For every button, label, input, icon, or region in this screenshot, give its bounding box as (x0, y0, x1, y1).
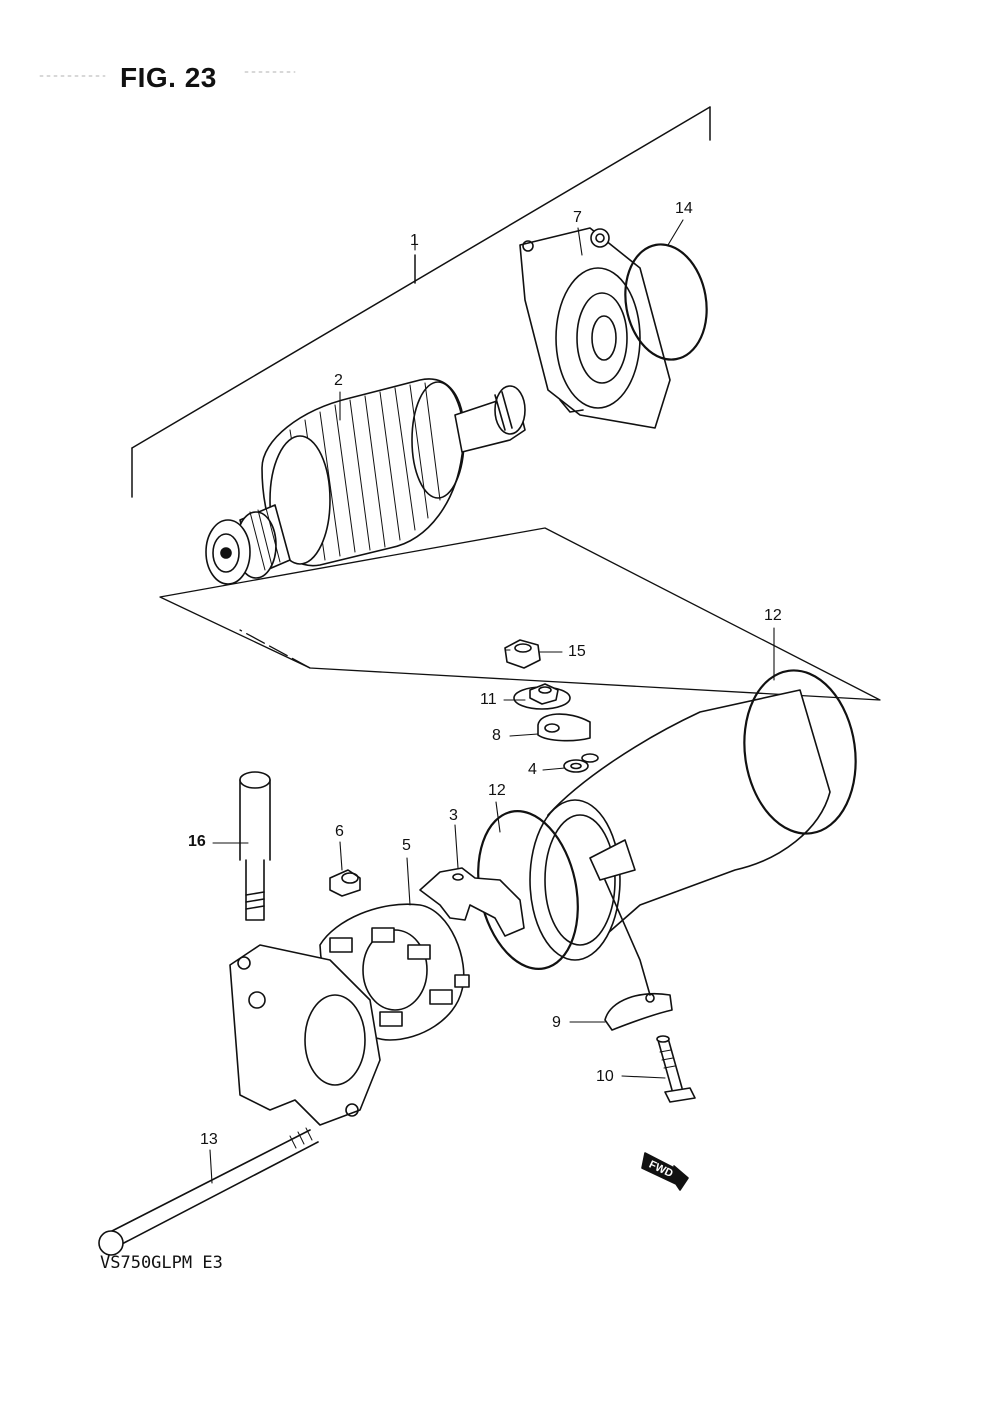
nut-15 (504, 639, 541, 669)
callout-15: 15 (568, 643, 586, 660)
callout-4: 4 (528, 761, 537, 778)
washer-4 (563, 759, 589, 773)
reference-plane (159, 527, 881, 701)
callout-12-rear: 12 (764, 607, 782, 624)
armature (205, 378, 526, 585)
callout-1: 1 (410, 232, 419, 249)
leader-lines (209, 219, 775, 1184)
callout-3: 3 (449, 807, 458, 824)
bushing-6 (329, 869, 361, 897)
lead-wire (604, 879, 651, 996)
fwd-arrow: FWD (641, 1152, 689, 1191)
bolt-10 (656, 1035, 696, 1103)
callout-9: 9 (552, 1014, 561, 1031)
washer-11 (513, 683, 571, 710)
callout-8: 8 (492, 727, 501, 744)
end-housing (519, 227, 671, 429)
callout-2: 2 (334, 372, 343, 389)
callout-14: 14 (675, 200, 693, 217)
callout-7: 7 (573, 209, 582, 226)
through-bolt-13 (98, 1127, 319, 1256)
callout-12-front: 12 (488, 782, 506, 799)
callout-13: 13 (200, 1131, 218, 1148)
callout-10: 10 (596, 1068, 614, 1085)
assembly-bracket (131, 106, 711, 498)
o-ring-14 (624, 243, 708, 361)
callout-6: 6 (335, 823, 344, 840)
model-code: VS750GLPM E3 (100, 1253, 223, 1273)
o-ring-12-rear (743, 669, 857, 835)
front-cover (229, 944, 381, 1126)
callout-5: 5 (402, 837, 411, 854)
figure-title: FIG. 23 (120, 62, 217, 93)
scan-marks (39, 71, 296, 77)
bolt-16 (239, 771, 271, 921)
callout-16: 16 (188, 833, 206, 850)
callout-11: 11 (480, 691, 497, 708)
brush-plate-3 (419, 867, 525, 937)
terminal-plate-9 (604, 992, 673, 1031)
plate-8 (537, 713, 591, 742)
